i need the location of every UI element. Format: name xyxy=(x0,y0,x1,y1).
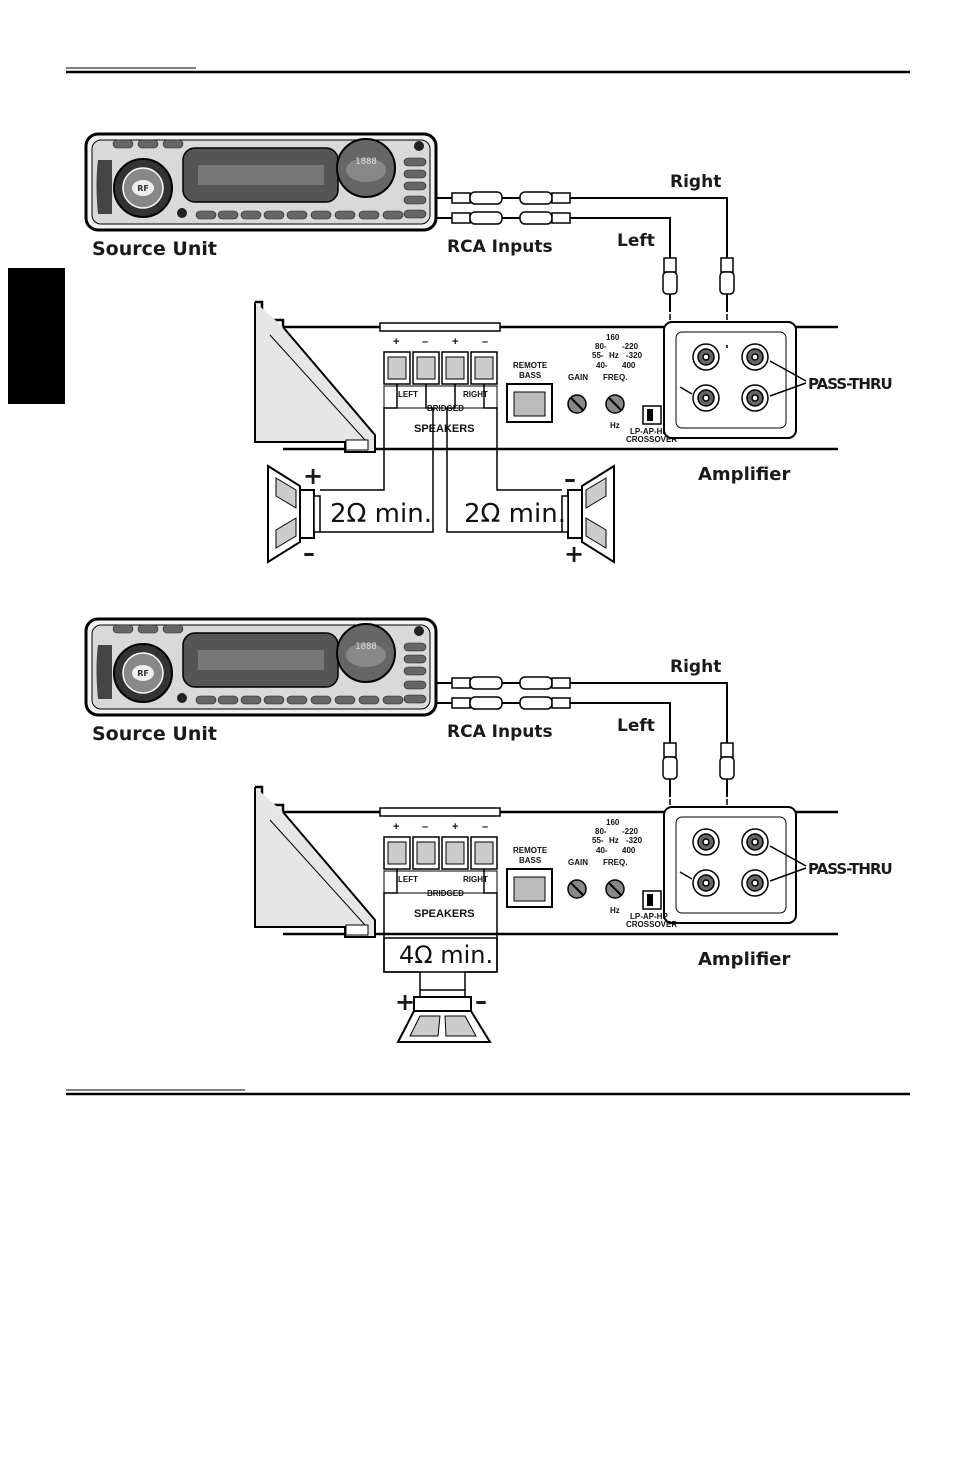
left-speaker xyxy=(267,464,321,564)
sub-plus: + xyxy=(395,988,415,1016)
right-speaker-minus: – xyxy=(564,465,576,493)
svg-text:1888: 1888 xyxy=(355,642,377,652)
terminal-left-label-2: LEFT xyxy=(398,875,418,884)
crossover-mode-label-2: LP-AP-HP xyxy=(630,912,668,921)
rca-inputs-label-2: RCA Inputs xyxy=(447,722,553,742)
terminal-left-label: LEFT xyxy=(398,390,418,399)
source-unit-label: Source Unit xyxy=(92,238,217,260)
freq-label: FREQ. xyxy=(603,373,627,382)
pass-thru-label: PASS-THRU xyxy=(808,375,892,393)
gain-freq-controls: GAIN 160 80- -220 55- Hz -320 40- 400 FR… xyxy=(567,333,677,444)
freq-tick-hz-2: Hz xyxy=(609,836,619,845)
speakers-label: SPEAKERS xyxy=(414,423,475,435)
bridged-stereo-diagram: RF 1888 xyxy=(84,132,893,568)
freq-tick-160: 160 xyxy=(606,333,620,342)
svg-text:1888: 1888 xyxy=(355,157,377,167)
freq-tick-40: 40- xyxy=(596,361,608,370)
hz-label-2: Hz xyxy=(610,906,620,915)
left-speaker-minus: – xyxy=(303,539,315,567)
freq-tick-55: 55- xyxy=(592,351,604,360)
freq-tick-80-2: 80- xyxy=(595,827,607,836)
speakers-label-2: SPEAKERS xyxy=(414,908,475,920)
polarity-1b: + xyxy=(393,821,399,833)
freq-tick-160-2: 160 xyxy=(606,818,620,827)
bridged-label: BRIDGED xyxy=(427,404,464,413)
freq-tick-55-2: 55- xyxy=(592,836,604,845)
freq-label-2: FREQ. xyxy=(603,858,627,867)
right-speaker xyxy=(561,464,615,564)
bridged-mono-diagram: RF 1888 xyxy=(84,617,893,1043)
remote-bass-port: REMOTE BASS xyxy=(506,361,553,423)
polarity-3: + xyxy=(452,336,458,348)
gain-label-2: GAIN xyxy=(568,858,588,867)
amplifier-label-2: Amplifier xyxy=(698,949,790,970)
amplifier-body-2 xyxy=(254,785,838,938)
bass-label: BASS xyxy=(519,371,542,380)
left-load-label: 2Ω min. xyxy=(330,499,432,529)
gain-label: GAIN xyxy=(568,373,588,382)
speaker-wires xyxy=(320,384,562,533)
right-channel-label: Right xyxy=(670,172,721,192)
subwoofer-wires xyxy=(383,869,498,990)
freq-tick-hz: Hz xyxy=(609,351,619,360)
polarity-4b: – xyxy=(482,821,488,833)
subwoofer xyxy=(396,989,492,1043)
crossover-mode-label: LP-AP-HP xyxy=(630,427,668,436)
right-load-label: 2Ω min. xyxy=(464,499,566,529)
right-channel-label-2: Right xyxy=(670,657,721,677)
left-channel-label: Left xyxy=(617,231,655,251)
freq-tick-220: -220 xyxy=(622,342,639,351)
terminal-right-label-2: RIGHT xyxy=(463,875,488,884)
left-channel-label-2: Left xyxy=(617,716,655,736)
polarity-2b: – xyxy=(422,821,428,833)
freq-tick-320-2: -320 xyxy=(626,836,643,845)
freq-tick-220-2: -220 xyxy=(622,827,639,836)
load-box xyxy=(383,937,498,973)
head-unit-radio-2: RF 1888 xyxy=(84,617,438,717)
speaker-terminal-block: + – + – LEFT RIGHT BRIDGED SPEAKERS xyxy=(379,322,501,435)
polarity-4: – xyxy=(482,336,488,348)
polarity-2: – xyxy=(422,336,428,348)
freq-tick-400-2: 400 xyxy=(622,846,636,855)
crossover-label-2: CROSSOVER xyxy=(626,920,677,929)
svg-text:RF: RF xyxy=(137,184,149,193)
freq-tick-320: -320 xyxy=(626,351,643,360)
hz-label: Hz xyxy=(610,421,620,430)
amplifier-label: Amplifier xyxy=(698,464,790,485)
bass-label-2: BASS xyxy=(519,856,542,865)
pass-thru-label-2: PASS-THRU xyxy=(808,860,892,878)
freq-tick-40-2: 40- xyxy=(596,846,608,855)
remote-label: REMOTE xyxy=(513,361,548,370)
terminal-right-label: RIGHT xyxy=(463,390,488,399)
rca-input-panel xyxy=(663,321,807,439)
source-unit-label-2: Source Unit xyxy=(92,723,217,745)
left-speaker-plus: + xyxy=(303,462,323,490)
remote-label-2: REMOTE xyxy=(513,846,548,855)
crossover-label: CROSSOVER xyxy=(626,435,677,444)
rca-cables-2 xyxy=(436,676,735,879)
sub-minus: – xyxy=(475,987,487,1015)
bridged-label-2: BRIDGED xyxy=(427,889,464,898)
side-tab-marker xyxy=(8,268,65,404)
amplifier-body xyxy=(254,300,838,453)
head-unit-radio: RF 1888 xyxy=(84,132,438,232)
polarity-3b: + xyxy=(452,821,458,833)
freq-tick-400: 400 xyxy=(622,361,636,370)
rca-inputs-label: RCA Inputs xyxy=(447,237,553,257)
freq-tick-80: 80- xyxy=(595,342,607,351)
mono-load-label: 4Ω min. xyxy=(399,941,493,969)
right-speaker-plus: + xyxy=(564,540,584,568)
svg-text:RF: RF xyxy=(137,669,149,678)
polarity-1: + xyxy=(393,336,399,348)
